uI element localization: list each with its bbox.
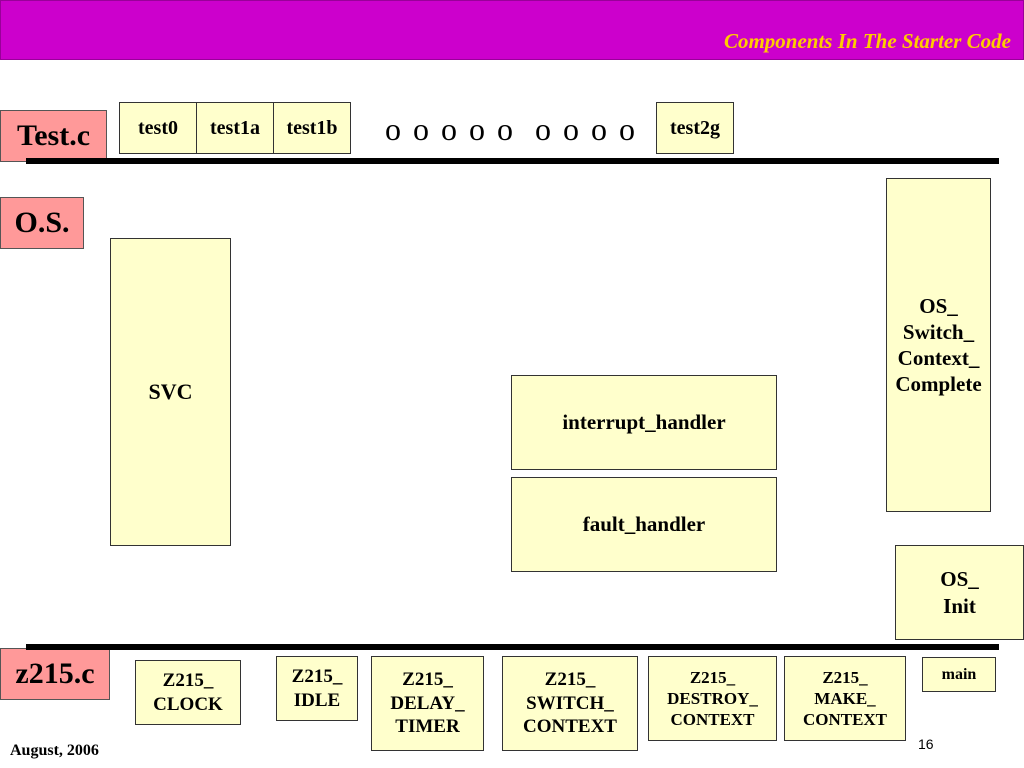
box-z215-make-context: Z215_ MAKE_ CONTEXT [784, 656, 906, 741]
box-test1b: test1b [273, 102, 351, 154]
box-interrupt-handler: interrupt_handler [511, 375, 777, 470]
box-fault-handler: fault_handler [511, 477, 777, 572]
box-z215-switch-context: Z215_ SWITCH_ CONTEXT [502, 656, 638, 751]
box-test2g: test2g [656, 102, 734, 154]
box-z215-destroy-context: Z215_ DESTROY_ CONTEXT [648, 656, 777, 741]
box-svc: SVC [110, 238, 231, 546]
divider-bottom [26, 644, 999, 650]
box-os-init: OS_ Init [895, 545, 1024, 640]
box-os-switch-context-complete: OS_ Switch_ Context_ Complete [886, 178, 991, 512]
slide-title: Components In The Starter Code [723, 29, 1011, 53]
box-z215-clock: Z215_ CLOCK [135, 660, 241, 725]
divider-top [26, 158, 999, 164]
ellipsis-dots: o o o o o o o o o [385, 111, 637, 147]
box-z215-delay-timer: Z215_ DELAY_ TIMER [371, 656, 484, 751]
page-number: 16 [918, 736, 934, 752]
box-test0: test0 [119, 102, 197, 154]
label-z215-c: z215.c [0, 648, 110, 700]
footer-date: August, 2006 [10, 742, 99, 759]
label-test-c: Test.c [0, 110, 107, 162]
title-bar: Components In The Starter Code [0, 0, 1024, 60]
label-os: O.S. [0, 197, 84, 249]
box-main: main [922, 657, 996, 692]
box-test1a: test1a [196, 102, 274, 154]
box-z215-idle: Z215_ IDLE [276, 656, 358, 721]
